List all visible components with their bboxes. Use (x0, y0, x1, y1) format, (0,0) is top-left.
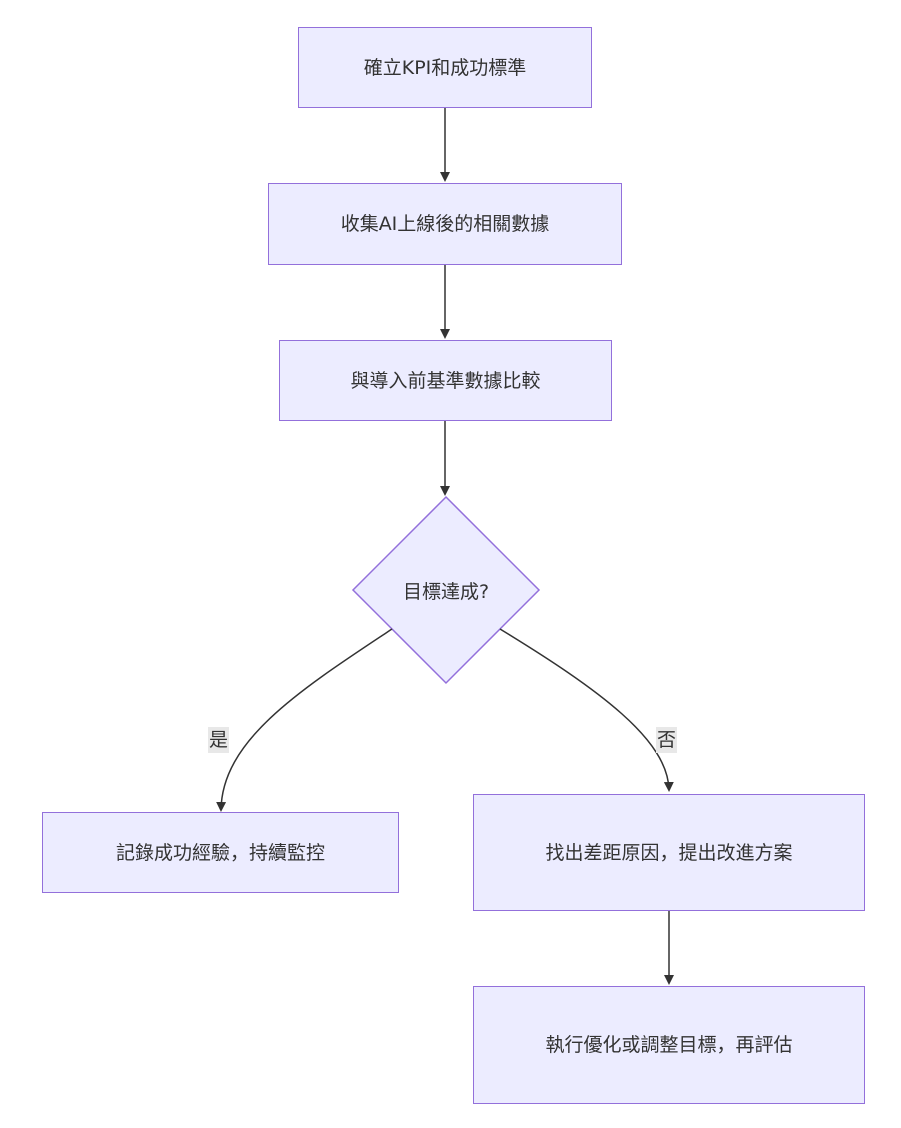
decision-diamond (351, 495, 541, 685)
decision-label: 目標達成? (402, 580, 490, 603)
edge-label-yes: 是 (208, 727, 230, 753)
edge-decision-yes (216, 628, 393, 812)
node-record-success: 記錄成功經驗，持續監控 (42, 812, 399, 893)
node-establish-kpi: 確立KPI和成功標準 (298, 27, 592, 108)
node-find-gap: 找出差距原因，提出改進方案 (473, 794, 865, 911)
edge-decision-no (499, 628, 674, 792)
edge-label-no: 否 (656, 727, 678, 753)
node-optimize-adjust: 執行優化或調整目標，再評估 (473, 986, 865, 1104)
node-collect-data: 收集AI上線後的相關數據 (268, 183, 622, 265)
node-compare-baseline: 與導入前基準數據比較 (279, 340, 612, 421)
